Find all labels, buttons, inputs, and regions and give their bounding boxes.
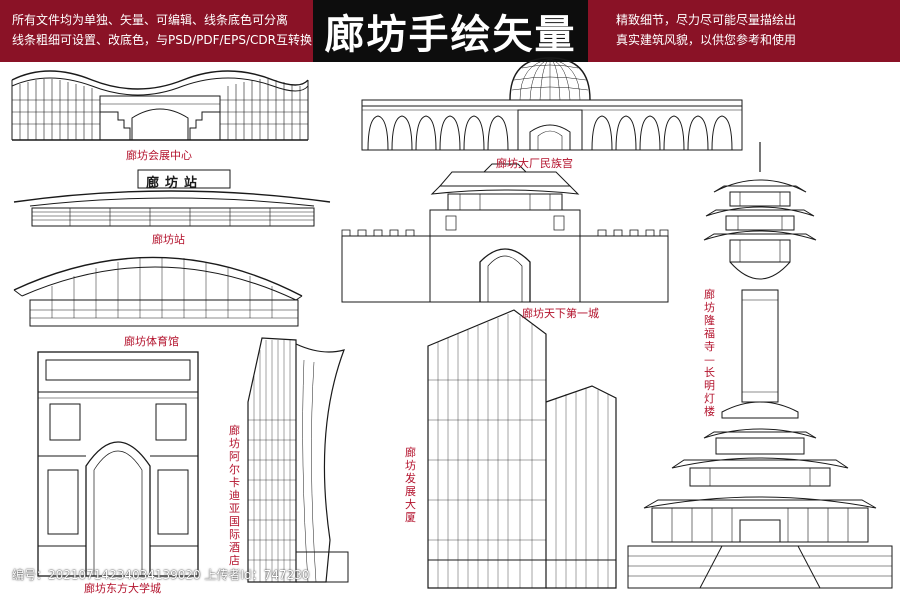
label-longfu-temple: 廊坊隆福寺—长明灯楼: [704, 288, 715, 418]
station-drawing: [13, 169, 331, 227]
header-note-right-line-1: 精致细节，尽力尽可能尽量描绘出: [616, 13, 797, 27]
dachang-arches-left: [367, 115, 509, 151]
header-note-left: 所有文件均为单独、矢量、可编辑、线条底色可分离 线条粗细可设置、改底色，与PSD…: [12, 10, 312, 50]
expo-grid-right: [220, 79, 308, 140]
arcadia-hotel-drawing: [247, 337, 349, 583]
title-box: 廊坊手绘矢量: [313, 0, 588, 62]
expo-center-drawing: [11, 70, 309, 141]
gymnasium-drawing: [13, 256, 303, 327]
development-tower-drawing: [427, 309, 617, 589]
station-sign: 廊坊站: [146, 176, 204, 191]
label-first-city: 廊坊天下第一城: [522, 307, 599, 320]
label-dachang-palace: 廊坊大厂民族宫: [496, 157, 573, 170]
university-arch-drawing: [37, 351, 199, 577]
header-note-right: 精致细节，尽力尽可能尽量描绘出 真实建筑风貌，以供您参考和使用: [616, 10, 796, 50]
label-gymnasium: 廊坊体育馆: [124, 335, 179, 348]
label-university: 廊坊东方大学城: [84, 582, 161, 595]
header-note-left-line-2: 线条粗细可设置、改底色，与PSD/PDF/EPS/CDR互转换: [12, 33, 312, 47]
label-arcadia-hotel: 廊坊阿尔卡迪亚国际酒店: [229, 424, 240, 567]
label-station: 廊坊站: [152, 233, 185, 246]
header-note-right-line-2: 真实建筑风貌，以供您参考和使用: [616, 33, 797, 47]
label-development-tower: 廊坊发展大厦: [405, 446, 416, 524]
expo-grid-left: [12, 79, 100, 140]
dachang-palace-drawing: [361, 57, 743, 151]
label-expo-center: 廊坊会展中心: [126, 149, 192, 162]
first-city-drawing: [341, 163, 669, 303]
page-title: 廊坊手绘矢量: [324, 12, 577, 58]
footer-id: 编号：20210714234034139020 上传者Id：747230: [12, 568, 310, 582]
header-note-left-line-1: 所有文件均为单独、矢量、可编辑、线条底色可分离: [12, 13, 289, 27]
longfu-pagoda-drawing: [627, 142, 893, 589]
dachang-arches-right: [591, 115, 733, 151]
